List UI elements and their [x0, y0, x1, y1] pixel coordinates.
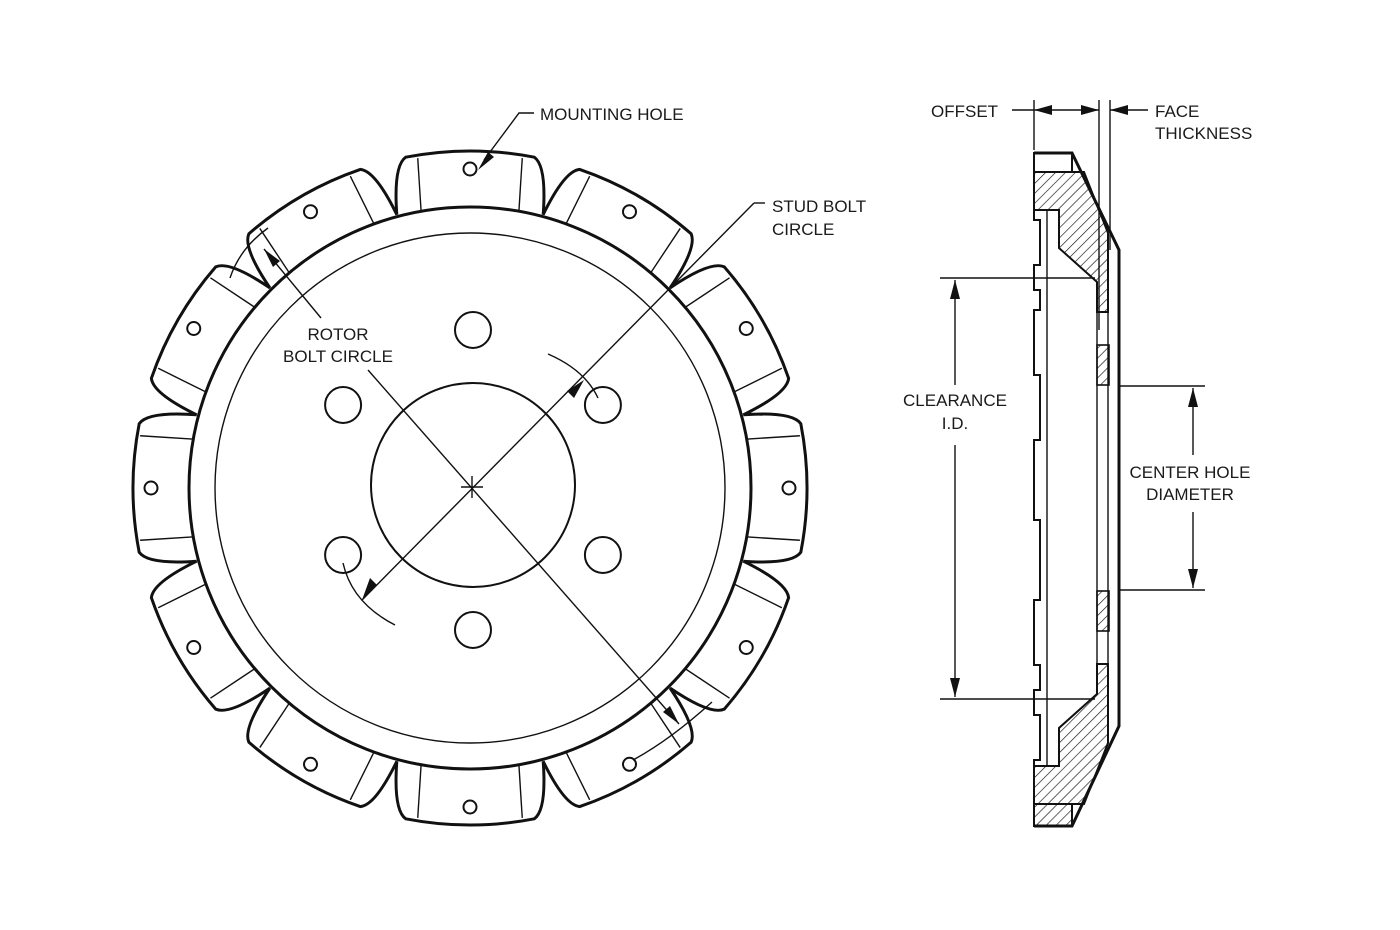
offset-arrow-right [1081, 105, 1099, 115]
mounting-hole [186, 640, 202, 655]
offset-label: OFFSET [931, 102, 998, 121]
face-inner-circle [214, 232, 726, 744]
mounting-hole [781, 480, 797, 496]
lug-edge-line [747, 536, 800, 541]
lug-edge-line [518, 158, 523, 211]
clearance-arrow-bottom [950, 678, 960, 697]
rotor-bolt-circle-dimension-line-b [367, 369, 680, 725]
clearance-id-label-line1: CLEARANCE [903, 391, 1007, 410]
lug-edge-line [210, 277, 255, 308]
stud-hole [454, 311, 492, 349]
section-outline [1034, 151, 1121, 828]
lug-edge-line [565, 752, 591, 801]
lug-edge-line [140, 536, 193, 541]
clearance-id-label-line2: I.D. [942, 414, 968, 433]
mounting-hole [622, 756, 637, 772]
front-view [131, 112, 809, 827]
lug-edge-line [565, 175, 591, 224]
mounting-hole [303, 204, 318, 220]
rotor-bolt-circle-label-line1: ROTOR [307, 325, 368, 344]
mounting-hole-label: MOUNTING HOLE [540, 105, 684, 124]
scalloped-outer-profile [131, 149, 809, 827]
mounting-hole-arrow [478, 152, 494, 170]
mounting-hole [186, 321, 202, 336]
center-hole [370, 382, 576, 588]
section-inner-step-profile [1033, 153, 1041, 826]
mounting-hole [738, 321, 754, 336]
face-hatch-upper [1096, 344, 1110, 386]
lug-edge-line [417, 158, 422, 211]
face-thickness-arrow [1110, 105, 1128, 115]
mounting-hole [738, 640, 754, 655]
rotor-arrow-lower [663, 706, 679, 724]
mounting-hole [462, 799, 478, 815]
lug-edge-line [417, 765, 422, 818]
stud-bolt-circle-arc-lower [342, 562, 396, 626]
rotor-arrow-upper [264, 249, 280, 267]
lug-edge-line [650, 228, 681, 273]
stud-arrow-lower [362, 578, 377, 600]
face-thickness-label-line1: FACE [1155, 102, 1199, 121]
section-hatch-top [1033, 171, 1109, 313]
lug-edge-line [518, 765, 523, 818]
stud-bolt-circle-label-line2: CIRCLE [772, 220, 834, 239]
lug-edge-line [650, 703, 681, 748]
lug-edge-line [349, 752, 375, 801]
rotor-flange-outer-circle [187, 205, 753, 771]
lug-edge-line [157, 583, 206, 609]
mounting-hole [462, 161, 478, 177]
center-hole-arrow-bottom [1188, 569, 1198, 588]
section-cap-bottom [1033, 803, 1073, 827]
lug-edge-line [734, 367, 783, 393]
rotor-bolt-circle-label-line2: BOLT CIRCLE [283, 347, 393, 366]
lug-edge-line [157, 367, 206, 393]
mounting-hole [143, 480, 159, 496]
stud-hole [324, 386, 363, 424]
section-hatch-bottom [1033, 663, 1109, 805]
stud-hole [583, 386, 622, 424]
lug-edge-line [259, 228, 290, 273]
side-section-view [940, 100, 1205, 828]
clearance-arrow-top [950, 280, 960, 299]
face-hatch-lower [1096, 590, 1110, 632]
center-hole-diameter-label-line2: DIAMETER [1146, 485, 1234, 504]
mounting-hole [303, 756, 318, 772]
stud-bolt-circle-dimension-line [361, 202, 755, 601]
stud-holes [324, 311, 622, 649]
mounting-hole [622, 204, 637, 220]
stud-hole [454, 611, 492, 649]
lug-edge-line [210, 668, 255, 699]
lug-edge-line [747, 435, 800, 440]
lug-edge-lines [140, 158, 800, 818]
lug-edge-line [685, 668, 730, 699]
offset-arrow-left [1034, 105, 1052, 115]
section-cap-top [1033, 152, 1073, 173]
mounting-hole-leader [483, 112, 534, 161]
lug-edge-line [685, 277, 730, 308]
stud-bolt-circle-label-line1: STUD BOLT [772, 197, 866, 216]
stud-arrow-upper [567, 380, 584, 398]
lug-edge-line [734, 583, 783, 609]
face-thickness-label-line2: THICKNESS [1155, 124, 1252, 143]
center-hole-diameter-label-line1: CENTER HOLE [1130, 463, 1251, 482]
stud-hole [583, 536, 622, 574]
stud-bolt-circle-arc-upper [547, 353, 599, 399]
rotor-bolt-circle-arc-lower [632, 701, 713, 761]
lug-edge-line [349, 175, 375, 224]
lug-edge-line [140, 435, 193, 440]
stud-hole [324, 536, 363, 574]
lug-edge-line [259, 703, 290, 748]
mounting-holes [143, 161, 797, 815]
rotor-bolt-circle-arc-upper [229, 227, 269, 279]
center-hole-arrow-top [1188, 388, 1198, 407]
